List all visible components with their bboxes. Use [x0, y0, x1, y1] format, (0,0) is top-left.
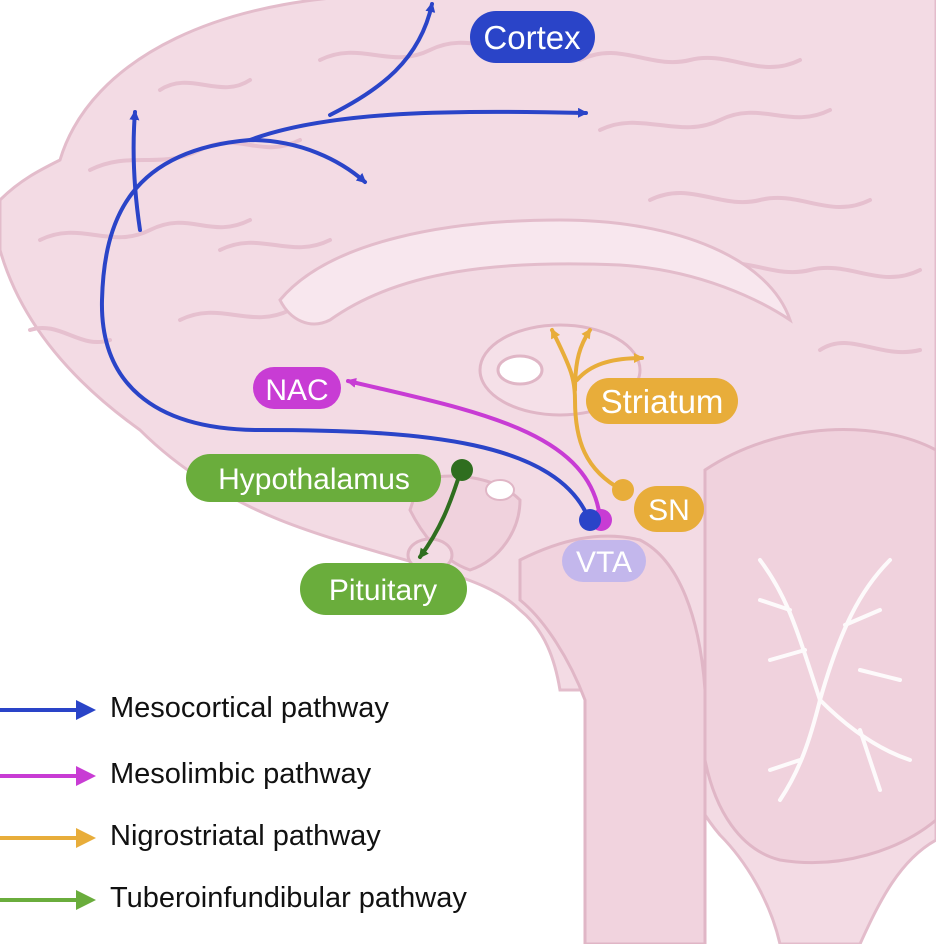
cerebellum-branches	[758, 558, 912, 802]
striatum-label: Striatum	[586, 378, 738, 424]
nac-label: NAC	[253, 367, 341, 409]
sn-label: SN	[634, 486, 704, 532]
hypothalamus-dot	[451, 459, 473, 481]
cortex-label: Cortex	[470, 11, 595, 63]
legend-label: Mesolimbic pathway	[110, 758, 372, 790]
legend-label: Tuberoinfundibular pathway	[110, 882, 467, 914]
thalamus-inner	[496, 354, 544, 386]
mesocortical-legend-arrow	[0, 700, 96, 720]
pituitary-label: Pituitary	[300, 563, 467, 615]
mesocortical-arrows	[99, 2, 592, 524]
vta-label-text: VTA	[576, 546, 632, 579]
tuberoinfundibular-legend-arrow	[0, 890, 96, 910]
legend-label: Nigrostriatal pathway	[110, 820, 381, 852]
tuberoinfundibular-arrow	[418, 468, 463, 559]
legend-item-mesocortical: Mesocortical pathway	[0, 690, 936, 730]
mammillary-body	[485, 479, 515, 501]
sn-dot	[612, 479, 634, 501]
hypothalamus-label-text: Hypothalamus	[218, 463, 410, 496]
mesolimbic-legend-arrow	[0, 766, 96, 786]
vta-blue-dot	[579, 509, 601, 531]
legend-label: Mesocortical pathway	[110, 692, 389, 724]
brainstem-shape	[518, 534, 707, 944]
nigrostriatal-legend-arrow	[0, 828, 96, 848]
mesolimbic-arrow	[346, 377, 602, 520]
legend-item-mesolimbic: Mesolimbic pathway	[0, 756, 936, 796]
cerebellum-shape	[703, 428, 936, 865]
corpus-callosum	[278, 218, 793, 326]
cortex-label-text: Cortex	[483, 19, 581, 56]
vta-label: VTA	[562, 540, 646, 582]
nigrostriatal-arrows	[550, 328, 644, 492]
legend-item-nigrostriatal: Nigrostriatal pathway	[0, 818, 936, 858]
nac-label-text: NAC	[265, 374, 328, 407]
pituitary-label-text: Pituitary	[329, 574, 437, 607]
striatum-label-text: Striatum	[601, 383, 724, 420]
sn-label-text: SN	[648, 494, 690, 527]
legend-item-tuberoinfundibular: Tuberoinfundibular pathway	[0, 880, 936, 920]
hypothalamus-label: Hypothalamus	[186, 454, 441, 502]
